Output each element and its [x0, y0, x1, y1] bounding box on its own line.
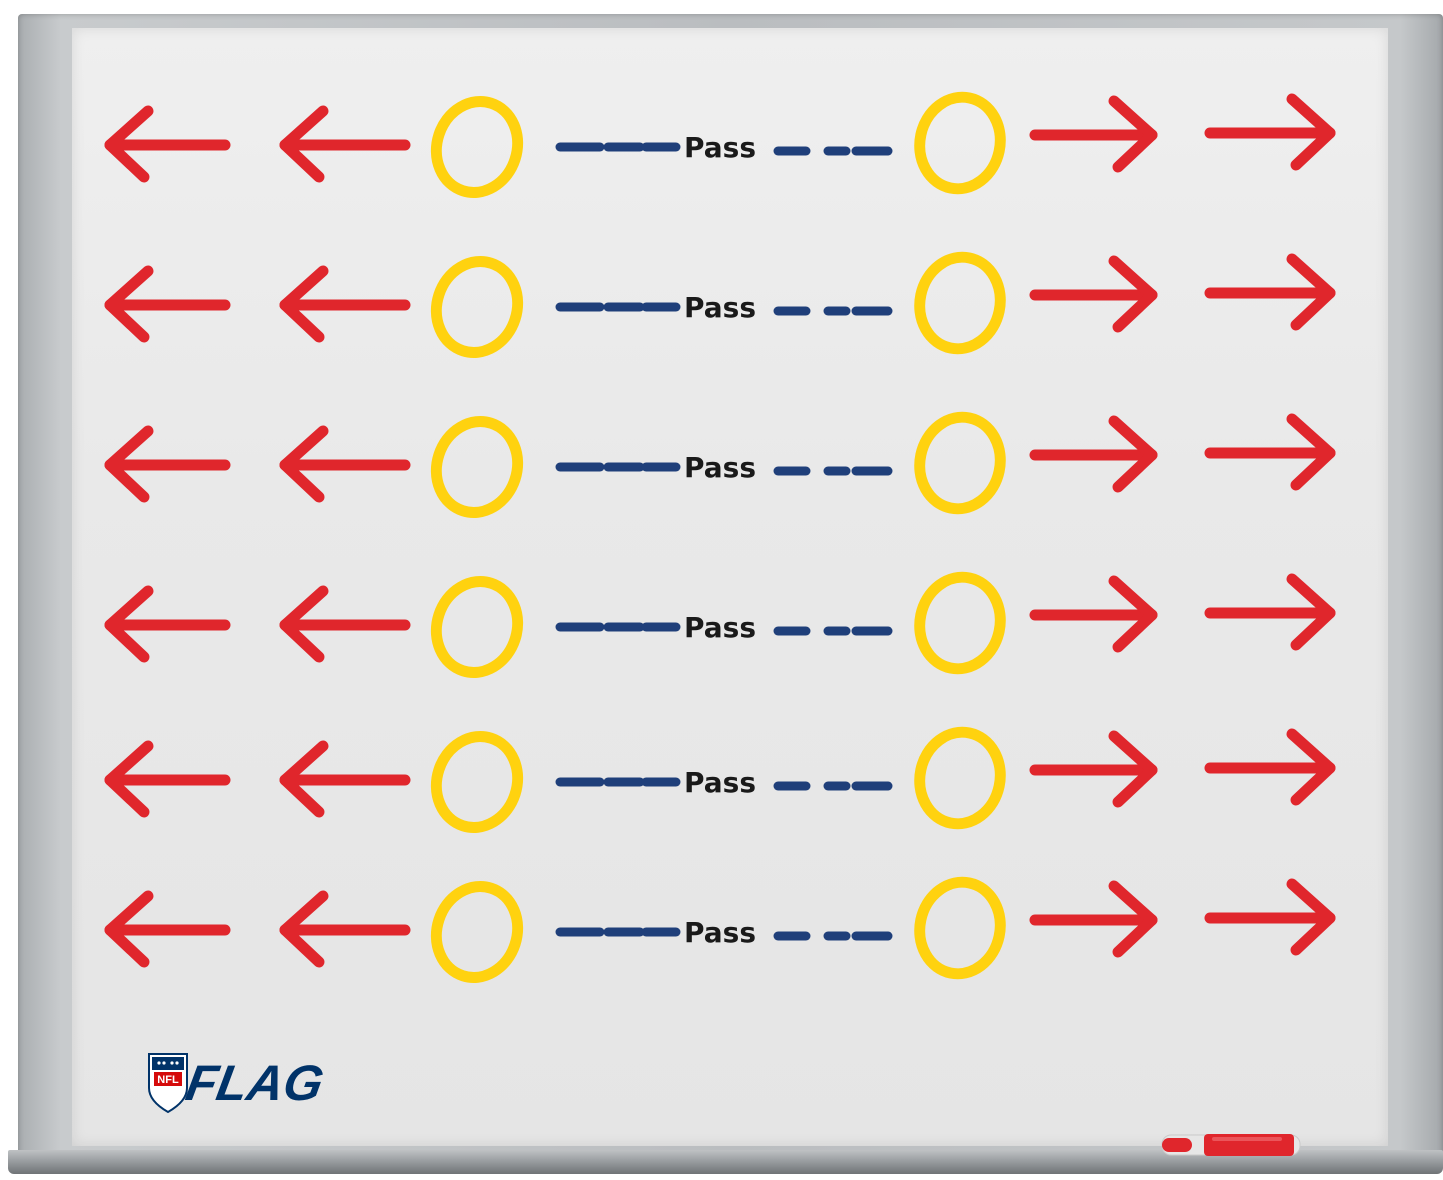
- arrow-left-icon: [104, 265, 231, 343]
- player-circle: [430, 96, 524, 198]
- arrow-right-icon: [1029, 415, 1158, 493]
- play-row: Pass: [104, 571, 1336, 678]
- play-row: Pass: [104, 876, 1336, 983]
- arrow-left-icon: [104, 425, 231, 503]
- play-row: Pass: [104, 251, 1336, 358]
- player-circle: [914, 571, 1006, 675]
- whiteboard-surface: [72, 28, 1388, 1146]
- arrow-right-icon: [1204, 728, 1336, 806]
- arrow-left-icon: [279, 740, 411, 818]
- play-row: Pass: [104, 411, 1336, 518]
- nfl-shield-icon: NFL: [148, 1053, 188, 1114]
- player-circle: [914, 876, 1006, 980]
- player-circle: [914, 91, 1006, 195]
- arrow-left-icon: [279, 425, 411, 503]
- arrow-left-icon: [104, 740, 231, 818]
- player-circle: [914, 251, 1006, 355]
- arrow-left-icon: [104, 105, 231, 183]
- player-circle: [430, 576, 524, 678]
- play-row: Pass: [104, 91, 1336, 198]
- player-circle: [914, 726, 1006, 830]
- arrow-right-icon: [1029, 95, 1158, 173]
- player-circle: [430, 416, 524, 518]
- arrow-right-icon: [1029, 575, 1158, 653]
- arrow-right-icon: [1204, 413, 1336, 491]
- arrow-left-icon: [279, 585, 411, 663]
- arrow-right-icon: [1204, 93, 1336, 171]
- pass-label: Pass: [684, 451, 756, 484]
- pass-label: Pass: [684, 916, 756, 949]
- red-marker-icon[interactable]: [1156, 1128, 1306, 1162]
- player-circle: [430, 881, 524, 983]
- pass-label: Pass: [684, 611, 756, 644]
- player-circle: [430, 256, 524, 358]
- arrow-right-icon: [1204, 573, 1336, 651]
- pass-label: Pass: [684, 766, 756, 799]
- player-circle: [914, 411, 1006, 515]
- flag-wordmark: FLAG: [182, 1054, 328, 1111]
- arrow-left-icon: [279, 265, 411, 343]
- arrow-left-icon: [104, 585, 231, 663]
- player-circle: [430, 731, 524, 833]
- nfl-flag-logo: NFL FLAG: [148, 1053, 328, 1114]
- arrow-right-icon: [1029, 880, 1158, 958]
- pass-label: Pass: [684, 291, 756, 324]
- arrow-left-icon: [279, 105, 411, 183]
- arrow-right-icon: [1204, 878, 1336, 956]
- arrow-right-icon: [1029, 730, 1158, 808]
- arrow-right-icon: [1029, 255, 1158, 333]
- arrow-right-icon: [1204, 253, 1336, 331]
- arrow-left-icon: [279, 890, 411, 968]
- play-row: Pass: [104, 726, 1336, 833]
- pass-label: Pass: [684, 131, 756, 164]
- arrow-left-icon: [104, 890, 231, 968]
- nfl-shield-text: NFL: [157, 1074, 179, 1086]
